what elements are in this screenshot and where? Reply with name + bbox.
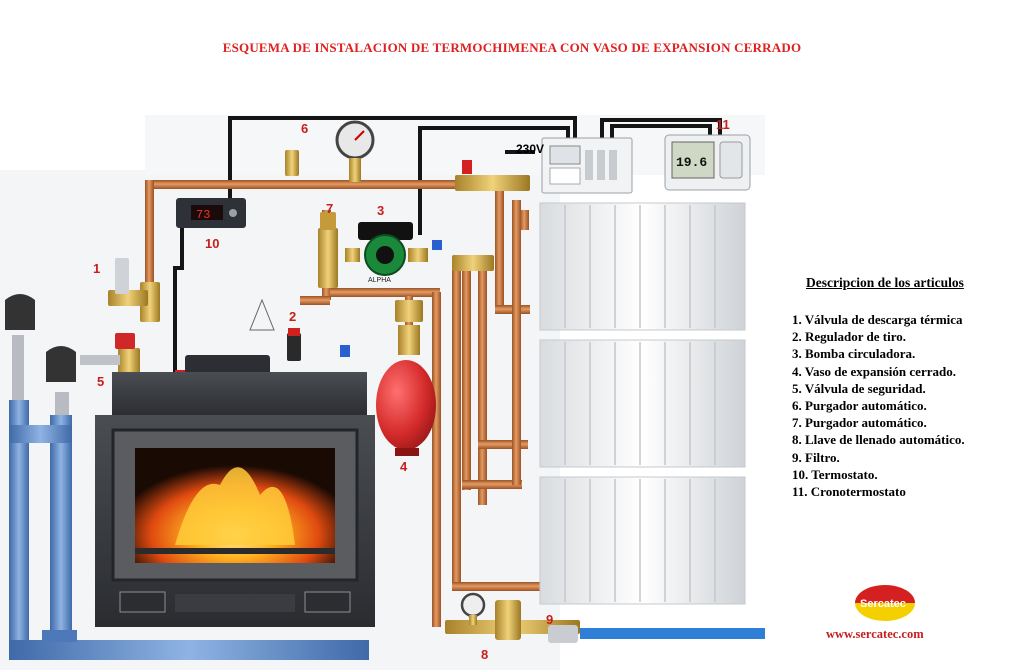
legend-item: 10. Termostato. (792, 466, 878, 482)
callout-9: 9 (546, 612, 554, 627)
radiator-middle (539, 339, 746, 468)
website-link[interactable]: www.sercatec.com (826, 627, 924, 641)
callout-4: 4 (400, 459, 408, 474)
callout-3: 3 (377, 203, 385, 218)
chronothermostat-icon: 19.6 (664, 134, 751, 191)
cold-water-pipe (580, 628, 765, 639)
expansion-vessel-icon (376, 325, 436, 456)
page-title: ESQUEMA DE INSTALACION DE TERMOCHIMENEA … (222, 40, 802, 55)
circulation-pump-icon: ALPHA (345, 222, 428, 284)
legend-item: 6. Purgador automático. (792, 398, 927, 414)
electrical-cables (173, 116, 722, 375)
pressure-gauge-icon (335, 120, 375, 182)
callout-8: 8 (481, 647, 489, 662)
logo-text: Sercatec (860, 598, 906, 610)
sercatec-logo: Sercatec (855, 585, 915, 621)
callout-11: 11 (716, 117, 730, 132)
voltage-label: 230V (516, 142, 545, 156)
thermostat-display: 73 (196, 208, 210, 222)
drain-pipes (5, 294, 369, 660)
legend-item: 1. Válvula de descarga térmica (792, 312, 963, 327)
filter-gauge-icon (460, 592, 486, 625)
control-panel-icon (541, 137, 633, 194)
legend-item: 3. Bomba circuladora. (792, 346, 916, 362)
callout-1: 1 (93, 261, 101, 276)
legend-item: 8. Llave de llenado automático. (792, 432, 965, 448)
callout-7: 7 (326, 201, 334, 216)
radiator-bottom (539, 476, 746, 605)
callout-5: 5 (97, 374, 105, 389)
radiator-fins (564, 205, 716, 602)
callout-10: 10 (205, 236, 220, 251)
callout-2: 2 (289, 309, 297, 324)
legend-list: 1. Válvula de descarga térmica 2. Regula… (792, 311, 1022, 500)
fireplace-insert (95, 298, 375, 627)
pump-label: ALPHA (368, 277, 391, 284)
brass-fittings (80, 150, 580, 643)
legend-item: 11. Cronotermostato (792, 484, 906, 500)
thermostat-icon: 73 (176, 198, 246, 228)
radiator-top (539, 202, 746, 331)
legend-item: 4. Vaso de expansión cerrado. (792, 363, 956, 379)
legend-item: 2. Regulador de tiro. (792, 329, 906, 345)
legend-item: 9. Filtro. (792, 449, 840, 465)
legend-heading: Descripcion de los articulos (806, 275, 964, 290)
callout-6: 6 (301, 121, 309, 136)
legend-item: 7. Purgador automático. (792, 415, 927, 431)
legend: Descripcion de los articulos 1. Válvula … (792, 275, 1022, 500)
chrono-display: 19.6 (676, 155, 707, 170)
legend-item: 5. Válvula de seguridad. (792, 380, 926, 396)
